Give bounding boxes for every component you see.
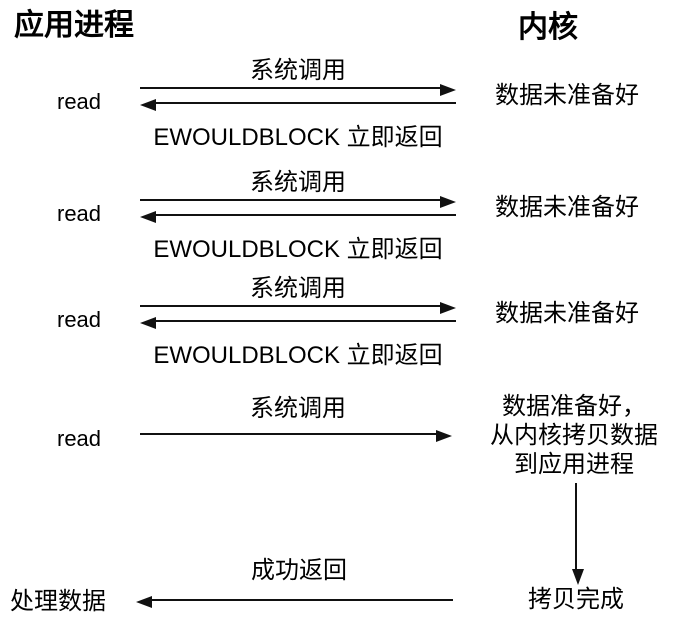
copy-arrow-down-icon xyxy=(572,483,584,585)
io-cycle: 系统调用 read EWOULDBLOCK 立即返回 数据未准备好 xyxy=(0,170,677,270)
return-arrow-left-icon xyxy=(140,211,456,223)
syscall-label: 系统调用 xyxy=(250,275,346,302)
success-return-arrow-left-icon xyxy=(136,596,453,608)
copy-complete-label: 拷贝完成 xyxy=(528,586,624,613)
syscall-label: 系统调用 xyxy=(250,395,346,422)
read-label: read xyxy=(57,426,102,451)
read-label: read xyxy=(57,201,102,226)
data-ready-line2: 从内核拷贝数据 xyxy=(490,422,658,449)
syscall-arrow-right-icon xyxy=(140,430,452,442)
syscall-arrow-right-icon xyxy=(140,196,456,208)
read-label: read xyxy=(57,307,102,332)
return-arrow-left-icon xyxy=(140,317,456,329)
return-arrow-left-icon xyxy=(140,99,456,111)
syscall-label: 系统调用 xyxy=(250,169,346,196)
kernel-title: 内核 xyxy=(518,11,578,44)
ewouldblock-label: EWOULDBLOCK 立即返回 xyxy=(153,236,443,263)
read-label: read xyxy=(57,89,102,114)
io-cycle: 系统调用 read EWOULDBLOCK 立即返回 数据未准备好 xyxy=(0,58,677,158)
syscall-arrow-right-icon xyxy=(140,302,456,314)
syscall-label: 系统调用 xyxy=(250,57,346,84)
data-not-ready-label: 数据未准备好 xyxy=(495,300,639,327)
data-not-ready-label: 数据未准备好 xyxy=(495,82,639,109)
ewouldblock-label: EWOULDBLOCK 立即返回 xyxy=(153,124,443,151)
data-ready-line1: 数据准备好， xyxy=(502,393,646,420)
app-process-title: 应用进程 xyxy=(14,9,134,42)
io-cycle: 系统调用 read EWOULDBLOCK 立即返回 数据未准备好 xyxy=(0,276,677,376)
ewouldblock-label: EWOULDBLOCK 立即返回 xyxy=(153,342,443,369)
data-not-ready-label: 数据未准备好 xyxy=(495,194,639,221)
data-ready-label: 数据准备好， 从内核拷贝数据 到应用进程 xyxy=(468,392,677,479)
success-return-label: 成功返回 xyxy=(251,557,347,584)
data-ready-line3: 到应用进程 xyxy=(514,451,634,478)
process-data-label: 处理数据 xyxy=(10,588,106,615)
syscall-arrow-right-icon xyxy=(140,84,456,96)
